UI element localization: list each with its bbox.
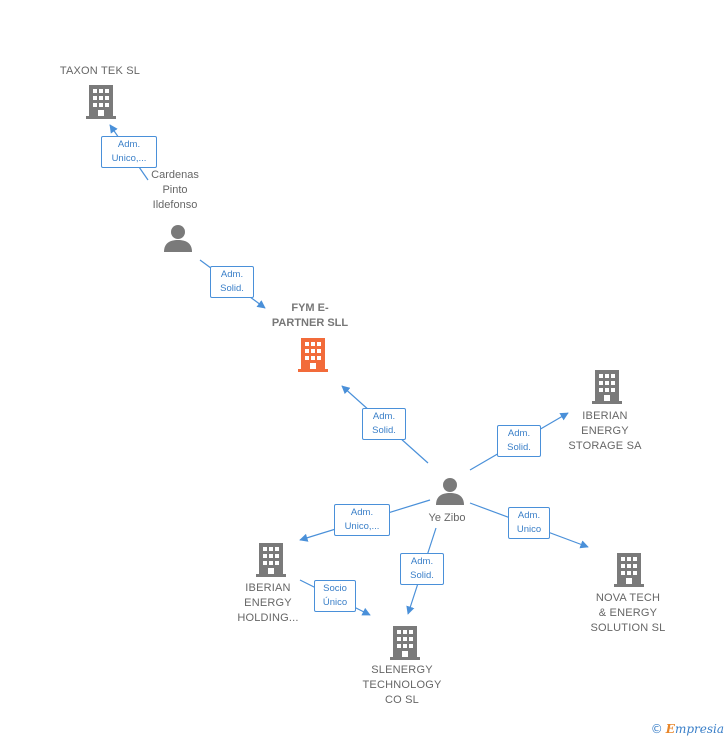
edge-label-ye-storage: Adm. Solid. bbox=[497, 425, 541, 457]
node-taxon-tek[interactable]: TAXON TEK SL bbox=[40, 64, 160, 79]
slenergy-building-icon bbox=[390, 626, 420, 660]
node-label: Ye Zibo bbox=[428, 512, 466, 524]
node-fym-epartner[interactable]: FYM E- PARTNER SLL bbox=[250, 301, 370, 331]
node-label: NOVA TECH & ENERGY SOLUTION SL bbox=[590, 592, 666, 634]
node-cardenas-pinto[interactable]: Cardenas Pinto Ildefonso bbox=[125, 168, 225, 213]
copyright-icon: © bbox=[650, 722, 663, 736]
edge-label-ye-nova: Adm. Unico bbox=[508, 507, 550, 539]
edge-label-ye-fym: Adm. Solid. bbox=[362, 408, 406, 440]
node-iberian-energy-holding[interactable]: IBERIAN ENERGY HOLDING... bbox=[222, 581, 314, 626]
edge-label-ye-holding: Adm. Unico,... bbox=[334, 504, 390, 536]
iberian-storage-building-icon bbox=[592, 370, 622, 404]
nova-tech-building-icon bbox=[614, 553, 644, 587]
node-label: Cardenas Pinto Ildefonso bbox=[151, 169, 199, 211]
copyright-brand[interactable]: ©Empresia bbox=[651, 722, 724, 736]
node-ye-zibo[interactable]: Ye Zibo bbox=[410, 511, 484, 526]
brand-name: mpresia bbox=[674, 722, 724, 736]
node-label: IBERIAN ENERGY HOLDING... bbox=[237, 582, 299, 624]
node-label: SLENERGY TECHNOLOGY CO SL bbox=[362, 664, 442, 706]
node-iberian-energy-storage[interactable]: IBERIAN ENERGY STORAGE SA bbox=[555, 409, 655, 454]
brand-initial: E bbox=[665, 722, 675, 736]
node-slenergy[interactable]: SLENERGY TECHNOLOGY CO SL bbox=[347, 663, 457, 708]
cardenas-person-icon bbox=[164, 225, 192, 252]
ye-zibo-person-icon bbox=[436, 478, 464, 505]
edge-label-cardenas-taxon: Adm. Unico,... bbox=[101, 136, 157, 168]
node-nova-tech[interactable]: NOVA TECH & ENERGY SOLUTION SL bbox=[573, 591, 683, 636]
node-label: IBERIAN ENERGY STORAGE SA bbox=[568, 410, 642, 452]
edge-label-cardenas-fym: Adm. Solid. bbox=[210, 266, 254, 298]
node-label: TAXON TEK SL bbox=[59, 65, 141, 77]
taxon-building-icon bbox=[86, 85, 116, 119]
edge-label-holding-slenergy: Socio Único bbox=[314, 580, 356, 612]
fym-building-icon bbox=[298, 338, 328, 372]
iberian-holding-building-icon bbox=[256, 543, 286, 577]
edge-label-ye-slenergy: Adm. Solid. bbox=[400, 553, 444, 585]
node-label: FYM E- PARTNER SLL bbox=[271, 302, 349, 329]
